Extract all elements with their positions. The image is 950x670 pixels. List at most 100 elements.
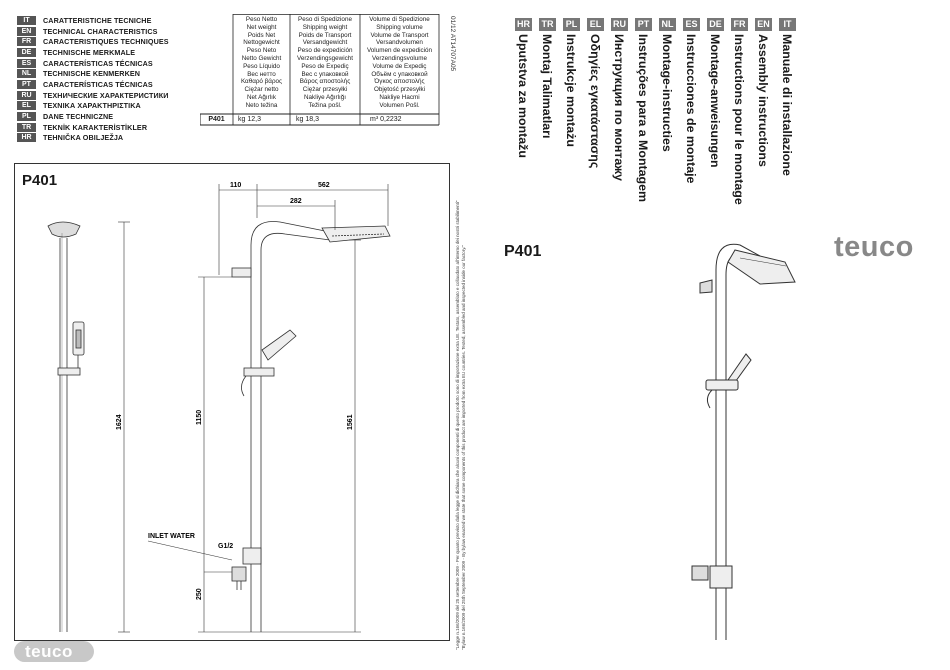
shipping-value: kg 18,3 <box>296 116 319 123</box>
spec-label: ТЕХНИЧЕСКИЕ ХАРАКТЕРИСТИКИ <box>43 90 169 100</box>
shipping-label: Peso de expedición <box>297 47 353 55</box>
lang-code: PT <box>635 18 652 31</box>
volume-value: m³ 0,2232 <box>370 116 402 123</box>
lang-code: EL <box>587 18 604 31</box>
spec-label: TECHNICAL CHARACTERISTICS <box>43 26 158 36</box>
lang-code: NL <box>659 18 676 31</box>
weights-table-lines <box>200 14 440 126</box>
lang-code: PL <box>563 18 580 31</box>
shipping-label: Težina pošl. <box>308 101 342 109</box>
instruction-label: Assembly instructions <box>756 34 770 167</box>
shipping-label: Shipping weight <box>302 23 348 31</box>
spec-label: CARACTERÍSTICAS TÉCNICAS <box>43 79 153 89</box>
lang-code: RU <box>17 90 36 100</box>
lang-code: PL <box>17 112 36 122</box>
instruction-label: Uputstva za montažu <box>516 34 530 158</box>
lang-code: HR <box>17 133 36 143</box>
teuco-logo: teuco <box>834 231 914 263</box>
spec-row: EL ΤΕΧΝΙΚΑ ΧΑΡΑΚΤΗΡΙΣΤΙΚΑ <box>17 101 227 112</box>
instruction-column: NL Montage-instructies <box>659 18 679 278</box>
front-view <box>47 221 85 632</box>
volume-label: Объём с упаковкой <box>371 70 428 78</box>
net-label: Nettogewicht <box>243 39 280 47</box>
instruction-label: Montage-instructies <box>660 34 674 152</box>
volume-label: Volumen de expedición <box>366 47 433 55</box>
net-label: Ciężar netto <box>244 86 279 94</box>
instruction-label: Инструкция по монтажу <box>612 34 626 181</box>
shipping-label: Poids de Transport <box>298 31 352 39</box>
lang-code: FR <box>17 37 36 47</box>
lang-code: FR <box>731 18 748 31</box>
lang-code: ES <box>683 18 700 31</box>
lang-code: PT <box>17 79 36 89</box>
lang-code: EL <box>17 101 36 111</box>
lang-code: IT <box>17 15 36 25</box>
volume-label: Verzendingsvolume <box>372 54 427 62</box>
instruction-label: Montaj Talimatları <box>540 34 554 139</box>
instruction-label: Οδηγίες εγκατάστασης <box>588 34 602 169</box>
spec-label: CARACTERISTIQUES TECHNIQUES <box>43 37 169 47</box>
instruction-label: Instruções para a Montagem <box>636 34 650 203</box>
lang-code: NL <box>17 69 36 79</box>
instruction-label: Montage-anweisungen <box>708 34 722 168</box>
dim-250: 250 <box>196 588 203 600</box>
instruction-column: HR Uputstva za montažu <box>515 18 535 278</box>
shipping-label: Verzendingsgewicht <box>296 54 353 62</box>
instruction-column: EL Οδηγίες εγκατάστασης <box>587 18 607 278</box>
volume-label: Όγκος αποστολής <box>374 78 425 86</box>
spec-label: TECHNISCHE MERKMALE <box>43 47 136 57</box>
legal-line-en: "Bylaw n.166/2009 del 25th September 200… <box>461 245 466 650</box>
spec-label: TECHNISCHE KENMERKEN <box>43 69 141 79</box>
spec-row: RU ТЕХНИЧЕСКИЕ ХАРАКТЕРИСТИКИ <box>17 90 227 101</box>
dimension-lines <box>147 184 389 633</box>
lang-code: IT <box>779 18 796 31</box>
volume-label: Volumen Pošl. <box>379 101 420 109</box>
volume-label: Nakliye Hacmi <box>379 93 420 101</box>
net-label: Poids Net <box>247 31 276 39</box>
dim-1150: 1150 <box>196 410 203 425</box>
volume-label: Volume di Spedizione <box>369 16 430 23</box>
shipping-label: Versandgewicht <box>302 39 348 47</box>
dim-282: 282 <box>290 198 302 205</box>
spec-label: ΤΕΧΝΙΚΑ ΧΑΡΑΚΤΗΡΙΣΤΙΚΑ <box>43 101 141 111</box>
teuco-logo-badge: teuco <box>14 641 94 662</box>
instruction-column: PL Instrukcje montażu <box>563 18 583 278</box>
model-cell: P401 <box>208 116 225 123</box>
spec-label: CARATTERISTICHE TECNICHE <box>43 15 152 25</box>
lang-code: DE <box>707 18 724 31</box>
lang-code: EN <box>755 18 772 31</box>
instruction-column: RU Инструкция по монтажу <box>611 18 631 278</box>
net-label: Neto težina <box>245 101 278 109</box>
lang-code: HR <box>515 18 532 31</box>
net-label: Вес нетто <box>247 70 276 78</box>
instruction-label: Instrukcje montażu <box>564 34 578 147</box>
spec-row: PT CARACTERÍSTICAS TÉCNICAS <box>17 79 227 90</box>
volume-label: Volume de Expediç <box>372 62 427 70</box>
lang-code: TR <box>539 18 556 31</box>
volume-label: Volume de Transport <box>370 31 429 39</box>
net-value: kg 12,3 <box>238 116 261 123</box>
product-illustration <box>691 243 796 640</box>
dim-1624-line <box>118 221 130 633</box>
net-label: Peso Neto <box>246 47 277 55</box>
lang-code: TR <box>17 122 36 132</box>
spec-label: DANE TECHNICZNE <box>43 112 114 122</box>
net-label: Net Ağırlık <box>246 93 277 101</box>
lang-code: RU <box>611 18 628 31</box>
volume-label: Versandvolumen <box>376 39 423 47</box>
shipping-label: Peso di Spedizione <box>298 16 352 23</box>
spec-label: CARACTERÍSTICAS TÉCNICAS <box>43 58 153 68</box>
spec-row: NL TECHNISCHE KENMERKEN <box>17 68 227 79</box>
dim-1561: 1561 <box>347 414 354 430</box>
shipping-label: Nakliye Ağırlığı <box>304 93 346 101</box>
